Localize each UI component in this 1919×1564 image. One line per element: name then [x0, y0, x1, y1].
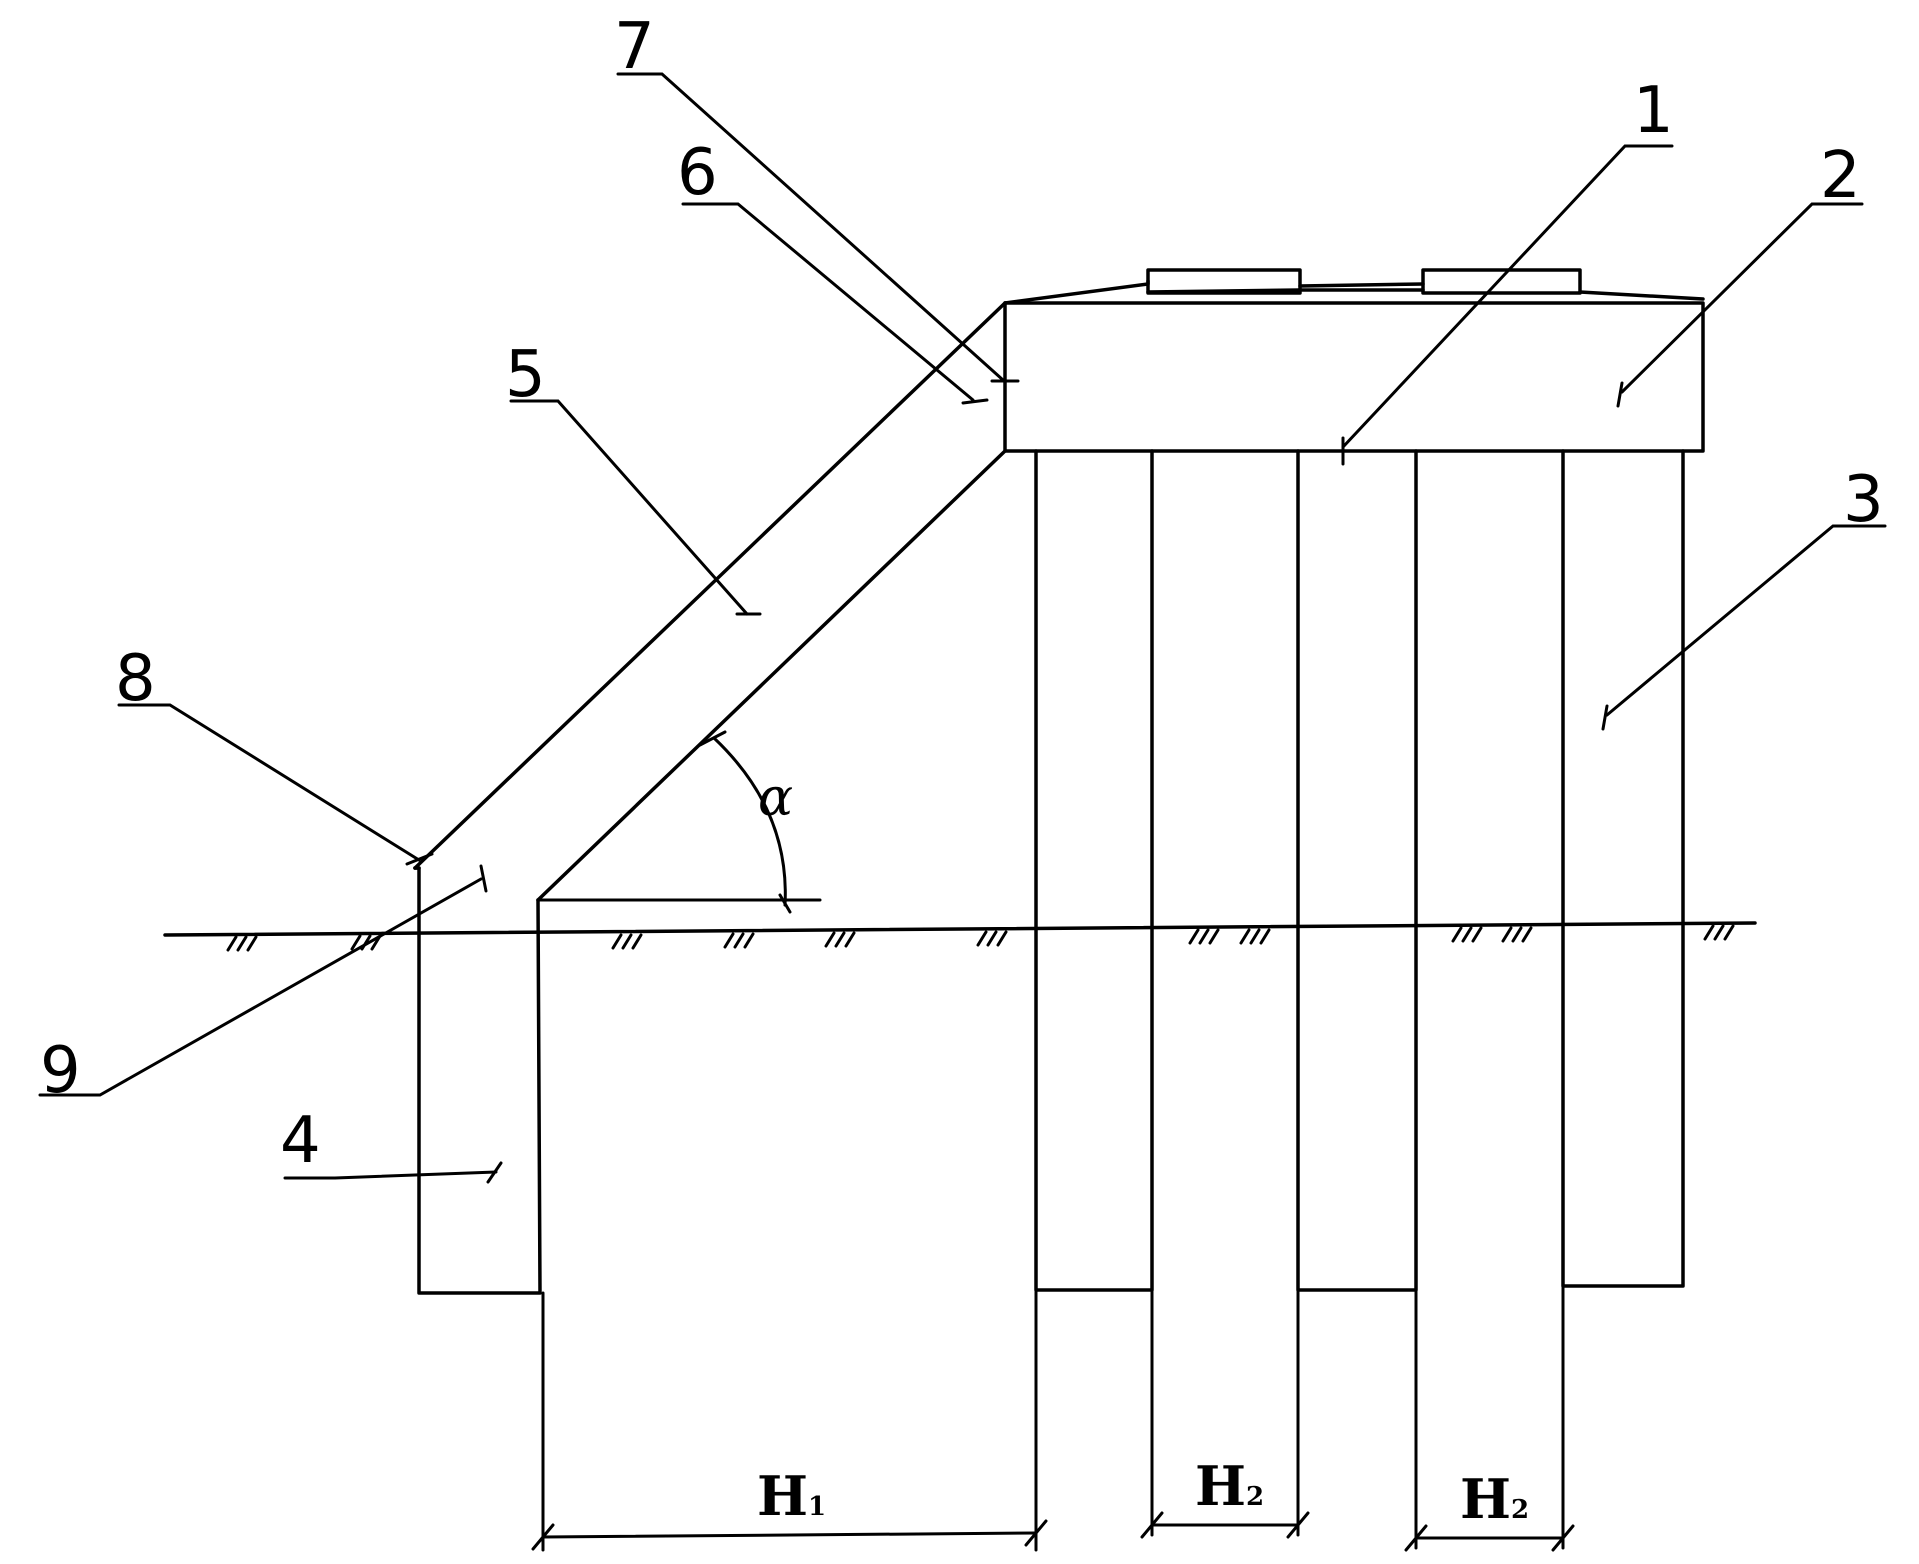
ground-line: [165, 923, 1755, 950]
callout-1: 1: [1633, 74, 1674, 148]
dimension-h2-label-left: H2: [1195, 1454, 1264, 1518]
pile-cap: [1005, 270, 1703, 451]
pile-1: [1036, 451, 1152, 1290]
angle-alpha-label: α: [758, 768, 793, 828]
bearing-pad-right: [1423, 270, 1580, 293]
inclined-strut: [415, 303, 1005, 900]
dimension-h2-label-right: H2: [1460, 1467, 1529, 1531]
callout-6: 6: [677, 136, 718, 210]
pile-3: [1563, 451, 1683, 1286]
callout-3: 3: [1843, 463, 1884, 537]
callout-7: 7: [614, 10, 655, 84]
angle-marker: α: [538, 732, 820, 912]
callout-2: 2: [1820, 139, 1861, 213]
pile-2: [1298, 451, 1416, 1290]
callout-leaders: [40, 74, 1885, 1182]
callout-9: 9: [40, 1034, 81, 1108]
dimension-lines: [533, 1286, 1573, 1550]
callout-4: 4: [280, 1104, 321, 1178]
dimension-h1-label: H1: [757, 1464, 826, 1528]
callout-numbers: 1 2 3 4 5 6 7 8 9: [40, 10, 1884, 1178]
vertical-piles: [1036, 451, 1683, 1290]
callout-5: 5: [505, 338, 546, 412]
dimension-labels: H1 H2 H2: [757, 1454, 1529, 1531]
callout-8: 8: [115, 642, 156, 716]
